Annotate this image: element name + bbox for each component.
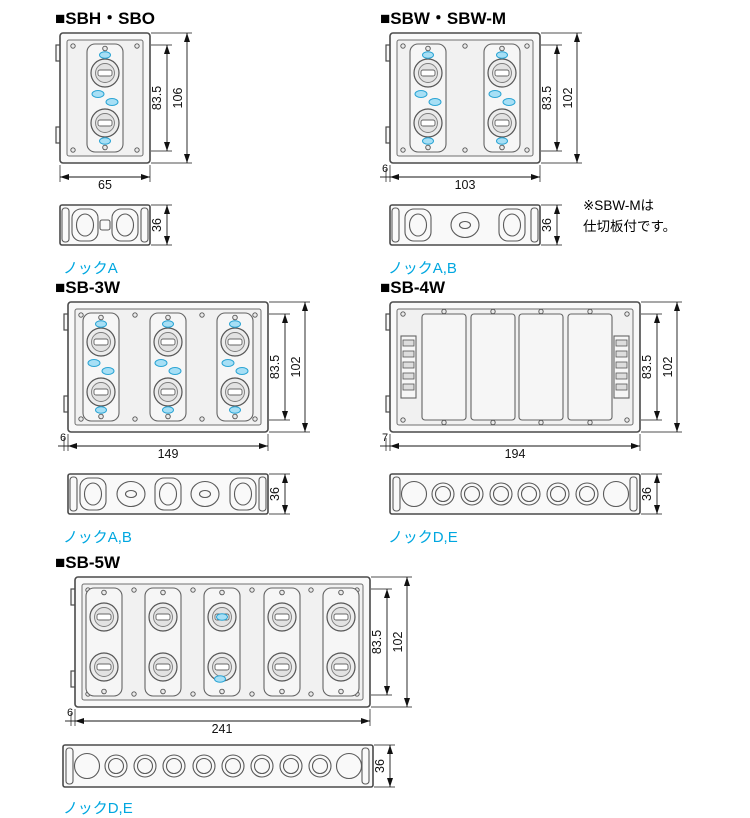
section-sb3w: ■SB-3W <box>55 278 315 547</box>
section-title-sb3w: ■SB-3W <box>55 278 121 297</box>
sb4w-front-view: 83.5 102 7 194 <box>380 301 682 460</box>
dimension-lines: 36 <box>540 204 562 246</box>
dimension-lines: 83.5 102 6 103 <box>380 32 582 191</box>
dimension-lines: 36 <box>268 473 290 515</box>
gang-devices <box>82 312 254 422</box>
dim-label-depth: 36 <box>540 218 554 232</box>
dim-label-outer-height: 102 <box>561 88 575 109</box>
knock-strip <box>62 744 374 788</box>
cable-clamps <box>400 335 630 399</box>
section-title-sbh-sbo: ■SBH・SBO <box>55 9 155 28</box>
dim-label-tab-offset: 6 <box>67 707 73 719</box>
dim-label-inner-height: 83.5 <box>370 630 384 654</box>
dim-label-depth: 36 <box>373 759 387 773</box>
knock-strip <box>389 204 541 246</box>
dim-label-inner-height: 83.5 <box>268 355 282 379</box>
dim-label-tab-offset: 7 <box>382 432 388 444</box>
dim-label-depth: 36 <box>640 487 654 501</box>
dimension-lines: 83.5 106 65 <box>59 32 192 191</box>
dimension-lines: 36 <box>373 744 395 788</box>
dimension-lines: 83.5 102 7 194 <box>380 301 682 460</box>
knock-strip <box>389 473 641 515</box>
dim-label-inner-height: 83.5 <box>640 355 654 379</box>
sb4w-side-view: 36 <box>389 473 662 515</box>
dim-label-outer-height: 106 <box>171 88 185 109</box>
dim-label-inner-height: 83.5 <box>540 86 554 110</box>
mounting-screws <box>441 308 593 426</box>
dimension-lines: 83.5 102 6 241 <box>65 576 412 735</box>
dim-label-tab-offset: 6 <box>60 432 66 444</box>
dim-label-depth: 36 <box>150 218 164 232</box>
sb3w-side-view: 36 <box>67 473 290 515</box>
section-sbw: ■SBW・SBW-M <box>380 4 690 278</box>
sbw-front-view: 83.5 102 6 103 <box>380 32 582 191</box>
dim-label-width: 241 <box>212 722 233 735</box>
knock-label-sb3w: ノックA,B <box>63 529 132 546</box>
dim-label-width: 194 <box>505 447 526 460</box>
section-title-sb4w: ■SB-4W <box>380 278 446 297</box>
sbh-front-view: 83.5 106 65 <box>55 32 192 191</box>
sb5w-side-view: 36 <box>62 744 395 788</box>
sbw-side-view: 36 <box>389 204 562 246</box>
knock-strip <box>67 473 269 515</box>
dim-label-inner-height: 83.5 <box>150 86 164 110</box>
sbh-side-view: 36 <box>59 204 172 246</box>
dimension-lines: 83.5 102 6 149 <box>58 301 310 460</box>
dim-label-tab-offset: 6 <box>382 163 388 175</box>
section-sb4w: ■SB-4W <box>380 278 690 547</box>
note-line-2: 仕切板付です。 <box>583 218 677 234</box>
dim-label-width: 149 <box>158 447 179 460</box>
knock-label-sb5w: ノックD,E <box>63 800 133 817</box>
dimension-lines: 36 <box>640 473 662 515</box>
dimension-lines: 36 <box>150 204 172 246</box>
sb5w-front-view: 83.5 102 6 241 <box>65 576 412 735</box>
dim-label-outer-height: 102 <box>391 632 405 653</box>
note-line-1: ※SBW-Mは <box>583 198 655 213</box>
dim-label-width: 65 <box>98 178 112 191</box>
sbw-m-note: ※SBW-Mは 仕切板付です。 <box>583 196 676 238</box>
section-sb5w: ■SB-5W <box>55 553 445 818</box>
device-slots <box>421 313 613 421</box>
section-sbh-sbo: ■SBH・SBO <box>55 4 255 278</box>
dim-label-depth: 36 <box>268 487 282 501</box>
knock-strip <box>59 204 151 246</box>
knock-label-sbw: ノックA,B <box>388 260 457 277</box>
section-title-sbw: ■SBW・SBW-M <box>380 9 507 28</box>
section-title-sb5w: ■SB-5W <box>55 553 121 572</box>
knock-label-sb4w: ノックD,E <box>388 529 458 546</box>
sb3w-front-view: 83.5 102 6 149 <box>58 301 310 460</box>
dim-label-outer-height: 102 <box>661 357 675 378</box>
knock-label-sbh: ノックA <box>63 260 118 277</box>
dim-label-width: 103 <box>455 178 476 191</box>
dim-label-outer-height: 102 <box>289 357 303 378</box>
gang-devices <box>86 43 124 153</box>
